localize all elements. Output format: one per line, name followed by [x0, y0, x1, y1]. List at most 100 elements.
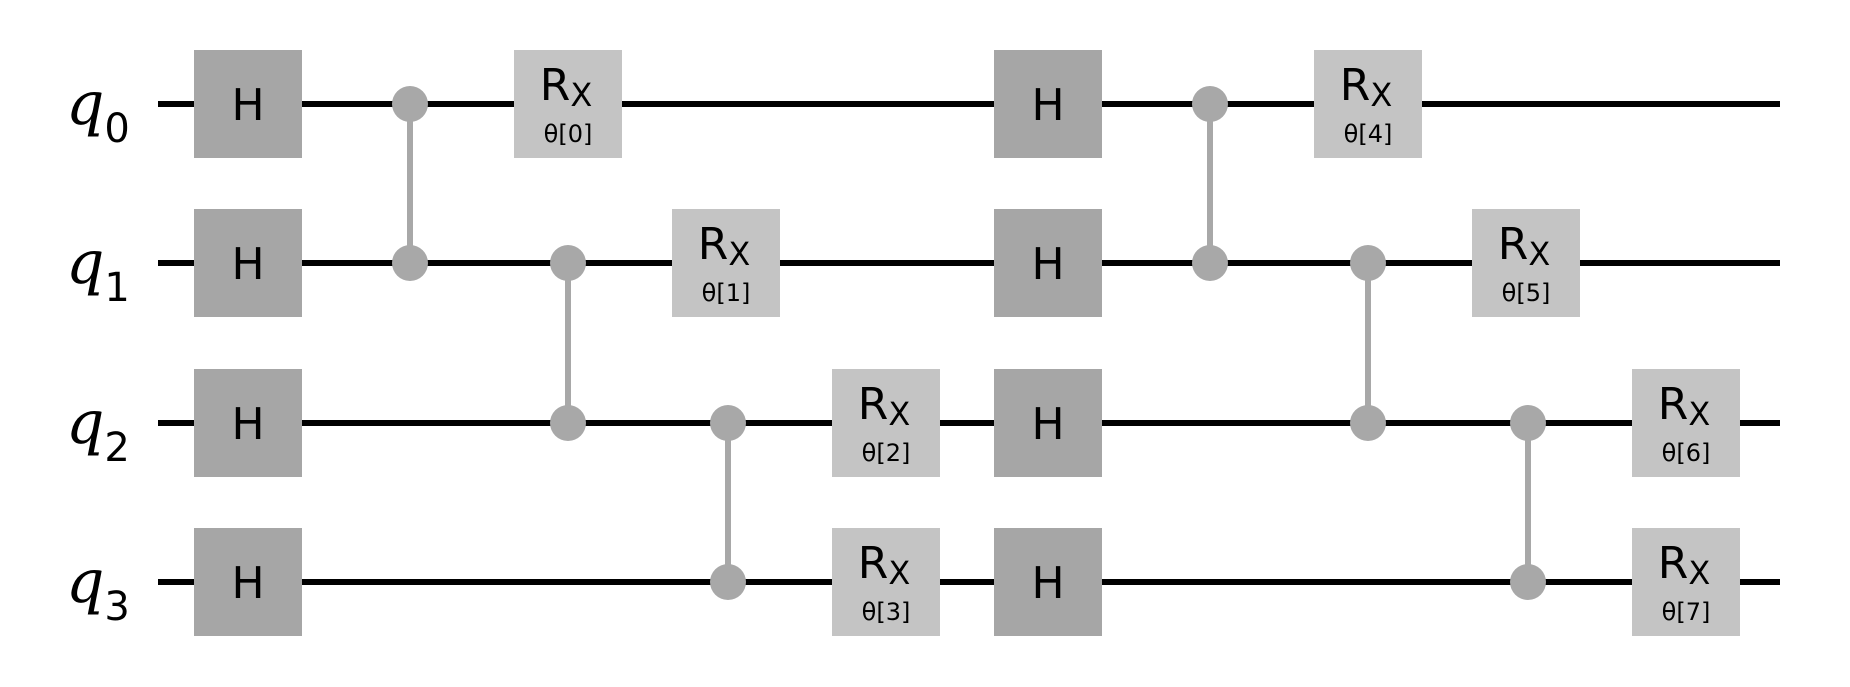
rx-gate-parameter: θ[2] [862, 439, 911, 467]
cz-gate [392, 86, 428, 281]
qubit-label-name: q [66, 547, 104, 617]
rx-gate-label: RX [1498, 219, 1551, 273]
rx-gate-label: RX [1658, 538, 1711, 592]
qubit-label-1: q1 [66, 228, 130, 311]
qubit-wires [158, 101, 1780, 585]
h-gate: H [994, 369, 1102, 477]
cz-control-dot [1350, 245, 1386, 281]
h-gate-label: H [1031, 399, 1064, 450]
rx-gate-subscript: X [728, 235, 750, 273]
rx-gate-label: RX [1340, 60, 1393, 114]
qubit-label-2: q2 [66, 388, 130, 471]
rx-gate-box [1472, 209, 1580, 317]
cz-target-dot [1350, 405, 1386, 441]
rx-gate-name: R [858, 379, 889, 430]
cz-gate [710, 405, 746, 600]
cz-target-dot [1510, 564, 1546, 600]
h-gate-box [994, 369, 1102, 477]
rx-gate-parameter: θ[1] [702, 279, 751, 307]
cz-control-dot [710, 405, 746, 441]
rx-gate: RXθ[7] [1632, 528, 1740, 636]
h-gate: H [194, 209, 302, 317]
rx-gate-box [672, 209, 780, 317]
h-gate-box [194, 209, 302, 317]
qubit-label-name: q [66, 69, 104, 139]
h-gate-box [994, 50, 1102, 158]
rx-gate-subscript: X [1688, 395, 1710, 433]
rx-gate-label: RX [1658, 379, 1711, 433]
cz-target-dot [392, 245, 428, 281]
rx-gate-label: RX [858, 379, 911, 433]
rx-gate-name: R [540, 60, 571, 111]
h-gate-label: H [231, 558, 264, 609]
h-gate-label: H [231, 399, 264, 450]
rx-gate-box [1314, 50, 1422, 158]
h-gate-label: H [231, 80, 264, 131]
qubit-label-3: q3 [66, 547, 130, 630]
cz-control-dot [392, 86, 428, 122]
qubit-label-index: 0 [104, 106, 129, 152]
rx-gate: RXθ[1] [672, 209, 780, 317]
h-gate-box [994, 209, 1102, 317]
rx-gate: RXθ[6] [1632, 369, 1740, 477]
rx-gate-subscript: X [570, 76, 592, 114]
qubit-label-name: q [66, 228, 104, 298]
single-qubit-gates: HHHHRXθ[0]RXθ[1]RXθ[2]RXθ[3]HHHHRXθ[4]RX… [194, 50, 1740, 636]
cz-gate [1510, 405, 1546, 600]
rx-gate-box [832, 369, 940, 477]
rx-gate-name: R [1658, 538, 1689, 589]
rx-gate-subscript: X [1370, 76, 1392, 114]
rx-gate-parameter: θ[4] [1344, 120, 1393, 148]
rx-gate-name: R [1340, 60, 1371, 111]
rx-gate-name: R [698, 219, 729, 270]
h-gate-box [194, 50, 302, 158]
h-gate-box [194, 528, 302, 636]
h-gate: H [994, 50, 1102, 158]
cz-control-dot [1192, 86, 1228, 122]
rx-gate: RXθ[4] [1314, 50, 1422, 158]
rx-gate-label: RX [540, 60, 593, 114]
rx-gate-name: R [858, 538, 889, 589]
h-gate: H [194, 369, 302, 477]
rx-gate-subscript: X [888, 395, 910, 433]
cz-target-dot [710, 564, 746, 600]
h-gate: H [994, 528, 1102, 636]
qubit-label-index: 3 [104, 584, 129, 630]
h-gate-label: H [1031, 558, 1064, 609]
rx-gate: RXθ[3] [832, 528, 940, 636]
qubit-label-index: 2 [104, 425, 129, 471]
cz-gate [550, 245, 586, 441]
rx-gate: RXθ[5] [1472, 209, 1580, 317]
h-gate: H [994, 209, 1102, 317]
rx-gate-parameter: θ[6] [1662, 439, 1711, 467]
cz-target-dot [1192, 245, 1228, 281]
rx-gate-subscript: X [888, 554, 910, 592]
rx-gate-name: R [1658, 379, 1689, 430]
rx-gate-name: R [1498, 219, 1529, 270]
rx-gate-subscript: X [1688, 554, 1710, 592]
rx-gate-box [832, 528, 940, 636]
qubit-label-name: q [66, 388, 104, 458]
rx-gate: RXθ[0] [514, 50, 622, 158]
rx-gate-subscript: X [1528, 235, 1550, 273]
rx-gate-parameter: θ[5] [1502, 279, 1551, 307]
rx-gate-box [1632, 369, 1740, 477]
h-gate-label: H [1031, 80, 1064, 131]
rx-gate-box [514, 50, 622, 158]
cz-target-dot [550, 405, 586, 441]
rx-gate-parameter: θ[7] [1662, 598, 1711, 626]
h-gate-label: H [1031, 239, 1064, 290]
cz-gate [1350, 245, 1386, 441]
rx-gate-parameter: θ[3] [862, 598, 911, 626]
cz-control-dot [550, 245, 586, 281]
rx-gate-parameter: θ[0] [544, 120, 593, 148]
rx-gate-label: RX [858, 538, 911, 592]
qubit-label-index: 1 [104, 265, 129, 311]
h-gate-label: H [231, 239, 264, 290]
h-gate: H [194, 528, 302, 636]
rx-gate-label: RX [698, 219, 751, 273]
h-gate-box [194, 369, 302, 477]
cz-gate [1192, 86, 1228, 281]
